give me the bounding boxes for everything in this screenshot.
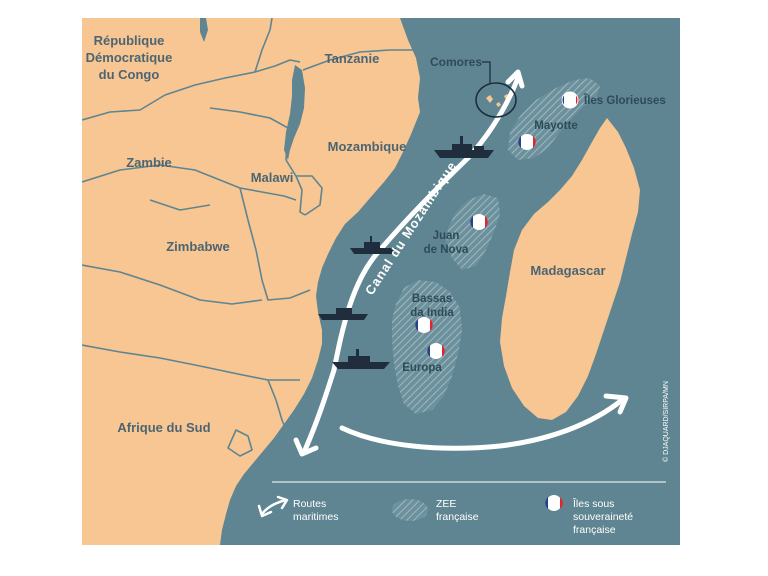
label-iles-glorieuses: Îles Glorieuses xyxy=(583,94,666,107)
country-borders xyxy=(82,18,414,457)
legend-flag-icon xyxy=(545,495,563,511)
flag-icon xyxy=(518,134,536,150)
label-europa: Europa xyxy=(402,362,442,374)
legend-zee-line2: française xyxy=(436,511,479,523)
legend-iles-line2: souveraineté xyxy=(573,511,633,523)
flag-icon xyxy=(427,343,445,359)
lake-malawi xyxy=(284,65,305,160)
label-tanzanie: Tanzanie xyxy=(325,51,380,66)
label-mayotte: Mayotte xyxy=(534,120,577,132)
ship-icon xyxy=(434,136,494,158)
legend-iles-line3: française xyxy=(573,524,616,536)
route-south xyxy=(339,397,625,451)
flag-icon xyxy=(561,91,579,109)
flag-icon xyxy=(415,317,433,333)
africa-land xyxy=(82,18,420,545)
label-comores: Comores xyxy=(430,55,482,69)
legend-routes-line2: maritimes xyxy=(293,511,339,523)
label-rdc-line1: République xyxy=(94,33,165,48)
ship-icon xyxy=(350,236,396,254)
legend-routes-line1: Routes xyxy=(293,498,326,510)
legend-route-icon xyxy=(257,495,289,518)
label-malawi: Malawi xyxy=(251,170,294,185)
label-juan-de-nova-line2: de Nova xyxy=(424,244,469,256)
label-bassas-line1: Bassas xyxy=(412,293,452,305)
label-mozambique: Mozambique xyxy=(328,139,407,154)
label-juan-de-nova-line1: Juan xyxy=(433,230,460,242)
zee-juan-de-nova xyxy=(446,194,500,270)
label-madagascar: Madagascar xyxy=(530,263,605,278)
lake-tanganyika xyxy=(200,18,208,42)
credit-text: © DJAQUARD/SIRPA/MN xyxy=(662,381,670,462)
legend-zee-swatch xyxy=(392,499,428,521)
label-rdc-line2: Démocratique xyxy=(86,50,173,65)
label-zambie: Zambie xyxy=(126,155,172,170)
route-arrowheads xyxy=(293,69,629,457)
comores-pointer xyxy=(482,61,491,84)
label-afrique-du-sud: Afrique du Sud xyxy=(117,420,210,435)
comores-island xyxy=(496,102,501,107)
comores-island xyxy=(486,95,493,103)
madagascar-land xyxy=(500,118,640,420)
label-zimbabwe: Zimbabwe xyxy=(166,239,230,254)
flag-icon xyxy=(470,214,488,230)
legend-iles-line1: Îles sous xyxy=(572,497,614,510)
ship-icon xyxy=(332,349,390,369)
zee-bassas-europa xyxy=(392,280,462,414)
ship-icon xyxy=(318,308,368,320)
comores-circle xyxy=(475,82,517,118)
label-rdc-line3: du Congo xyxy=(99,67,160,82)
label-bassas-line2: da India xyxy=(410,307,454,319)
legend-zee-line1: ZEE xyxy=(436,498,456,510)
